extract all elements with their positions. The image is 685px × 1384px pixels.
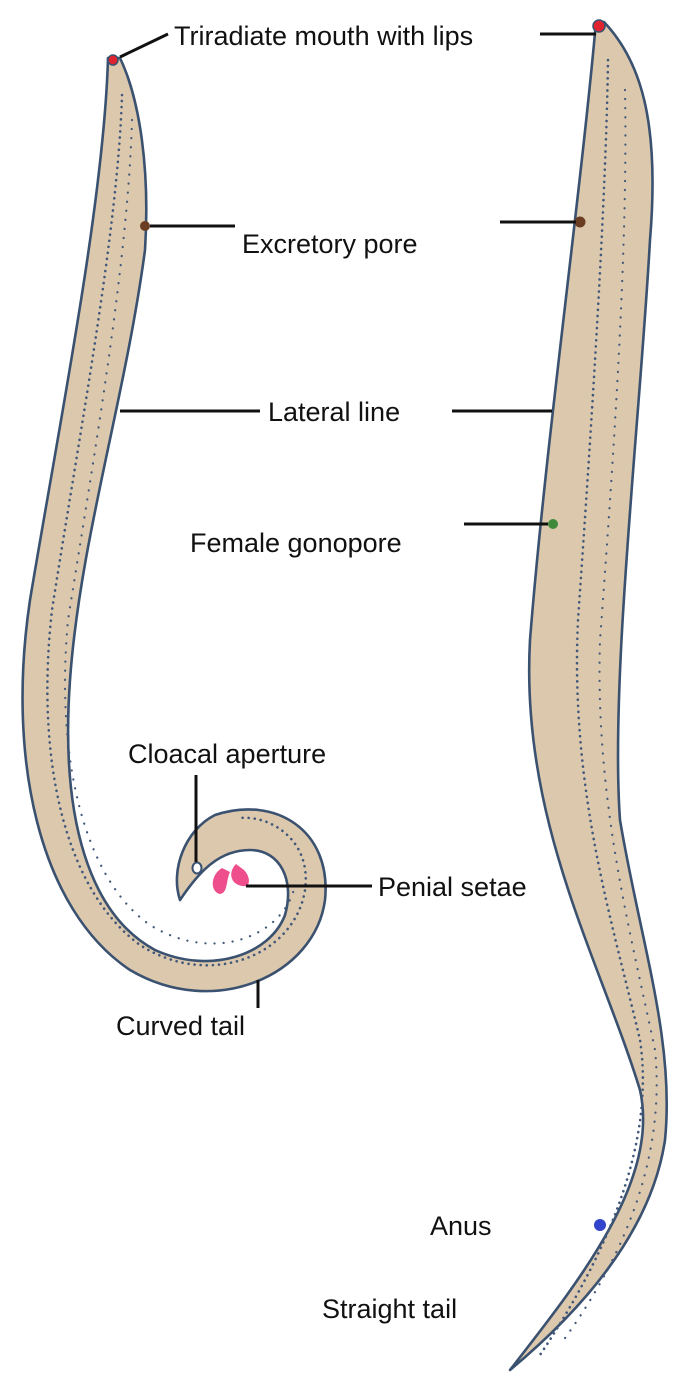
female-worm — [508, 19, 669, 1372]
label-straight-tail: Straight tail — [322, 1294, 457, 1324]
female-worm-lateral-dots — [538, 58, 645, 1357]
label-female-gonopore: Female gonopore — [190, 528, 402, 558]
male-worm — [21, 54, 327, 993]
male-excretory-pore — [140, 221, 150, 231]
anus-dot — [594, 1219, 606, 1231]
female-worm-body — [508, 20, 669, 1372]
female-excretory-pore — [574, 216, 586, 228]
label-penial-setae: Penial setae — [378, 872, 527, 902]
male-mouth-dot — [107, 54, 119, 66]
label-curved-tail: Curved tail — [116, 1011, 245, 1041]
label-anus: Anus — [430, 1211, 492, 1241]
label-excretory-pore: Excretory pore — [242, 229, 418, 259]
cloacal-aperture-dot — [191, 861, 203, 875]
male-worm-inner-dots — [63, 118, 297, 945]
penial-setae-shape — [212, 864, 249, 894]
labels: Triradiate mouth with lips Excretory por… — [116, 21, 527, 1324]
female-mouth-dot — [592, 19, 606, 33]
male-worm-lateral-dots — [46, 93, 308, 967]
female-gonopore-dot — [548, 519, 558, 529]
male-worm-body — [21, 56, 327, 993]
leader-mouth-left — [119, 32, 169, 59]
leader-lines — [119, 32, 596, 1008]
label-triradiate-mouth: Triradiate mouth with lips — [174, 21, 473, 51]
label-cloacal-aperture: Cloacal aperture — [128, 739, 326, 769]
label-lateral-line: Lateral line — [268, 397, 400, 427]
